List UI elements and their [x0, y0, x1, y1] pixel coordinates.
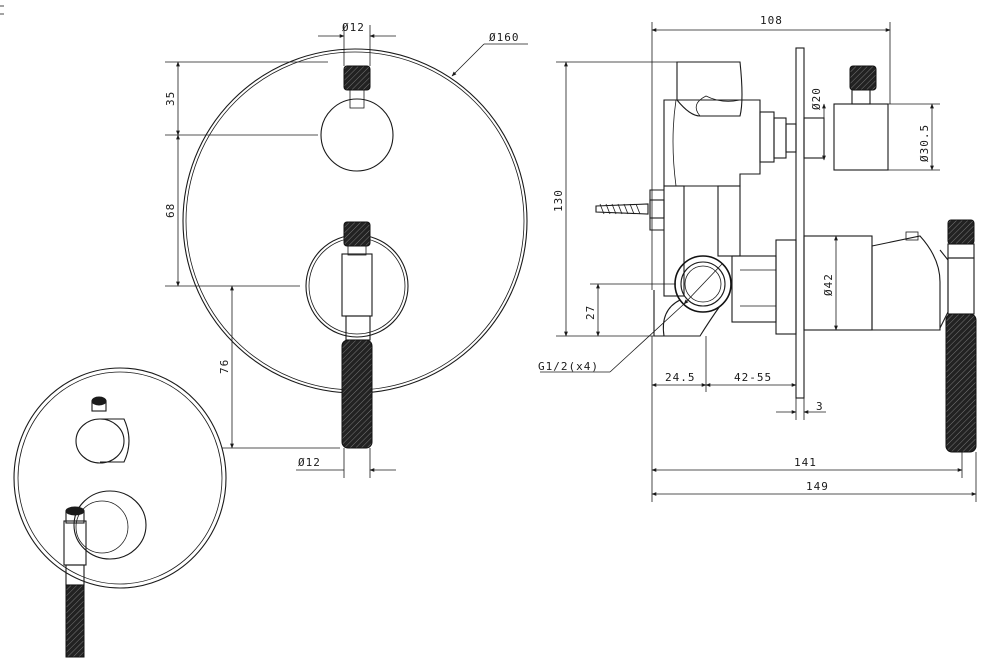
dim-handle-bottom-diameter: Ø12: [298, 456, 321, 469]
dim-plate-thickness: 3: [816, 400, 824, 413]
dim-top-offset: 35: [164, 91, 177, 106]
dim-handle-spacing: 68: [164, 203, 177, 218]
side-lever-top-knurl: [947, 219, 975, 245]
diverter-knob-base: [320, 98, 394, 172]
side-diverter-knurl: [849, 65, 877, 91]
diverter-knurled-cap: [343, 65, 371, 91]
side-lever-boss: [803, 235, 873, 331]
dim-handle-top-diameter: Ø12: [342, 21, 365, 34]
lever-top-knurl: [343, 221, 371, 247]
dim-thread-spec: G1/2(x4): [538, 360, 599, 373]
front-view: Ø12 Ø160 35 68 76 Ø12: [164, 21, 528, 478]
corner-mark: [0, 5, 4, 15]
dim-overall-depth-top: 108: [760, 14, 783, 27]
dim-body-height: 130: [552, 189, 565, 212]
side-lever-handle-knurl: [945, 313, 977, 453]
lever-boss: [305, 234, 409, 338]
side-backplate: [795, 47, 805, 399]
perspective-lever-handle: [65, 584, 85, 658]
perspective-diverter-cap: [91, 396, 107, 406]
dim-plate-diameter: Ø160: [489, 31, 520, 44]
mounting-screw: [595, 199, 665, 219]
dim-knob-diameter: Ø30.5: [918, 124, 931, 162]
dim-lower-offset: 76: [218, 359, 231, 374]
dim-wall-depth-range: 42-55: [734, 371, 772, 384]
dim-depth-to-lever: 141: [794, 456, 817, 469]
side-view: 108 Ø20 Ø30.5 130 Ø42 27 G1/2(x4) 24.5 4…: [538, 14, 977, 502]
dim-inlet-height: 27: [584, 305, 597, 320]
dim-lever-boss-diameter: Ø42: [822, 273, 835, 296]
dim-stem-diameter: Ø20: [810, 87, 823, 110]
dim-inlet-offset: 24.5: [665, 371, 696, 384]
lever-handle-knurl: [341, 339, 373, 449]
perspective-lever-cap: [65, 506, 85, 516]
side-diverter-knob: [833, 103, 889, 171]
dim-overall-depth: 149: [806, 480, 829, 493]
perspective-view: [13, 367, 227, 658]
